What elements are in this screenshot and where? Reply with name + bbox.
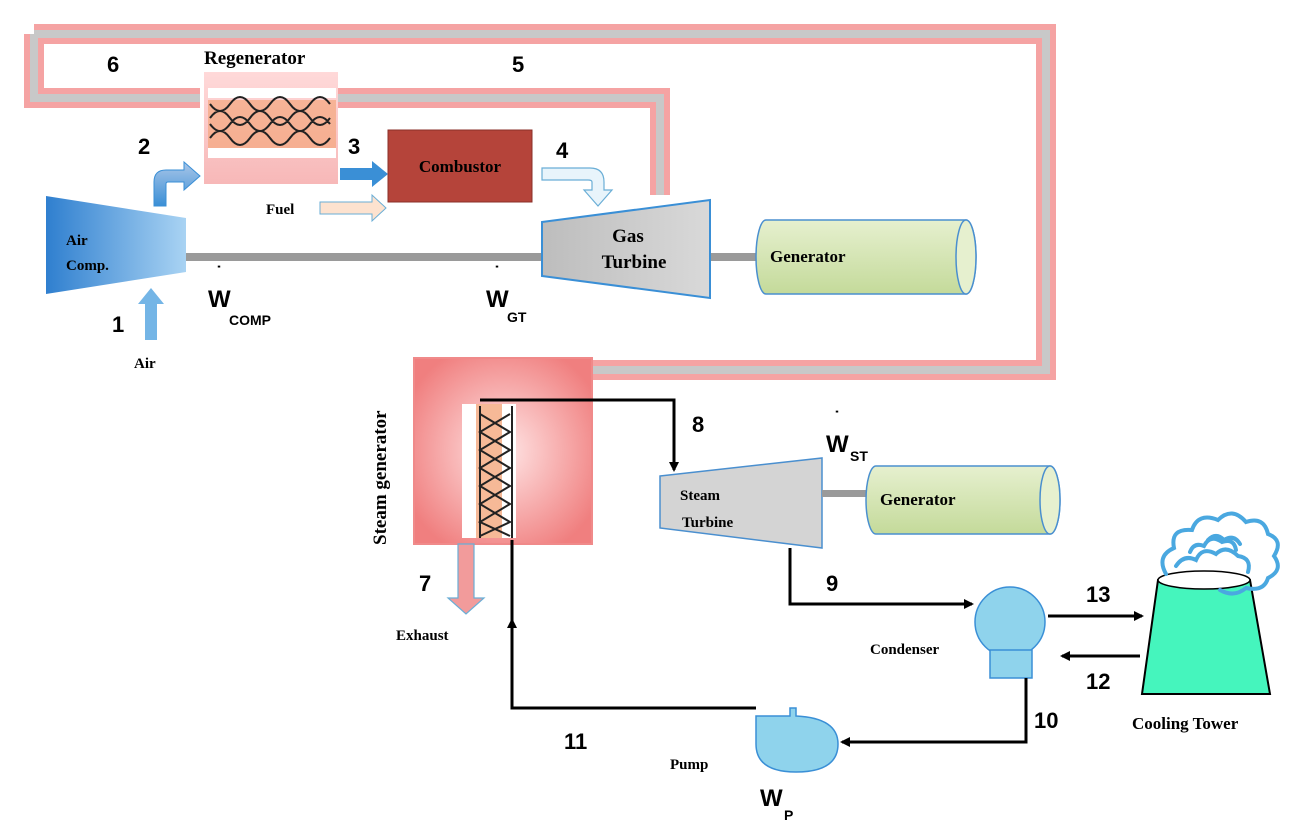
exhaust-arrow [446, 543, 486, 615]
fuel-label: Fuel [266, 202, 294, 218]
pump-label: Pump [670, 757, 708, 773]
w-gt: W ˙ GT [486, 263, 527, 325]
line-10 [840, 678, 1028, 747]
w-st-symbol: W [826, 431, 849, 458]
w-st-dot: ˙ [834, 408, 840, 428]
fuel-arrow [319, 193, 387, 223]
regenerator [204, 72, 338, 184]
state-2: 2 [138, 134, 150, 159]
steam-generator-label: Steam generator [370, 410, 391, 545]
line-11 [507, 618, 756, 710]
pump [755, 707, 839, 773]
state-13: 13 [1086, 582, 1110, 607]
steam-turbine-label-1: Steam [680, 488, 720, 504]
air-inlet-arrow [138, 288, 164, 340]
state-10: 10 [1034, 708, 1058, 733]
condenser-label: Condenser [870, 642, 940, 658]
generator-top [755, 219, 977, 295]
gas-turbine [541, 198, 711, 300]
condenser [974, 586, 1046, 679]
steam-cloud-icon [1160, 511, 1280, 596]
cooling-tower-label: Cooling Tower [1132, 714, 1239, 733]
steam-turbine [659, 457, 823, 549]
state-3: 3 [348, 134, 360, 159]
state-labels: 1 2 3 4 5 6 7 8 9 10 11 12 13 [107, 52, 1110, 754]
steam-turbine-label-2: Turbine [682, 515, 733, 531]
regenerator-label: Regenerator [204, 48, 306, 69]
shaft-gen [710, 253, 756, 261]
hot-gas-duct [24, 24, 1056, 380]
state-12: 12 [1086, 669, 1110, 694]
arrow-2 [153, 160, 201, 207]
arrow-4 [541, 167, 614, 207]
state-11: 11 [564, 729, 587, 754]
w-gt-symbol: W [486, 286, 509, 313]
w-gt-dot: ˙ [494, 263, 500, 283]
w-st: W ˙ ST [826, 408, 868, 464]
w-p: W ˙ P [760, 762, 793, 823]
w-comp-dot: ˙ [216, 263, 222, 283]
air-compressor [46, 196, 186, 294]
w-comp: W ˙ COMP [208, 263, 271, 328]
steam-line-8 [480, 398, 679, 472]
w-st-sub: ST [850, 448, 868, 464]
air-label: Air [134, 356, 156, 372]
cooling-tower [1140, 570, 1272, 695]
generator-bottom-label: Generator [880, 490, 956, 509]
state-7: 7 [419, 571, 431, 596]
steam-generator [413, 357, 593, 545]
gas-turbine-label-1: Gas [612, 226, 644, 247]
air-comp-label-2: Comp. [66, 258, 109, 274]
w-comp-symbol: W [208, 286, 231, 313]
w-gt-sub: GT [507, 309, 527, 325]
combustor-label: Combustor [419, 157, 502, 176]
w-comp-sub: COMP [229, 312, 271, 328]
gas-turbine-label-2: Turbine [602, 252, 667, 273]
state-9: 9 [826, 571, 838, 596]
state-4: 4 [556, 138, 569, 163]
state-5: 5 [512, 52, 524, 77]
generator-top-label: Generator [770, 247, 846, 266]
w-p-symbol: W [760, 785, 783, 812]
state-6: 6 [107, 52, 119, 77]
combustor [387, 129, 533, 203]
arrow-3 [340, 161, 388, 187]
generator-bottom [865, 465, 1061, 535]
line-9 [788, 548, 974, 609]
state-1: 1 [112, 312, 124, 337]
shaft [186, 253, 542, 261]
w-p-sub: P [784, 807, 793, 823]
state-8: 8 [692, 412, 704, 437]
air-comp-label-1: Air [66, 233, 88, 249]
w-p-dot: ˙ [768, 762, 774, 782]
exhaust-label: Exhaust [396, 628, 449, 644]
st-shaft [822, 490, 876, 497]
